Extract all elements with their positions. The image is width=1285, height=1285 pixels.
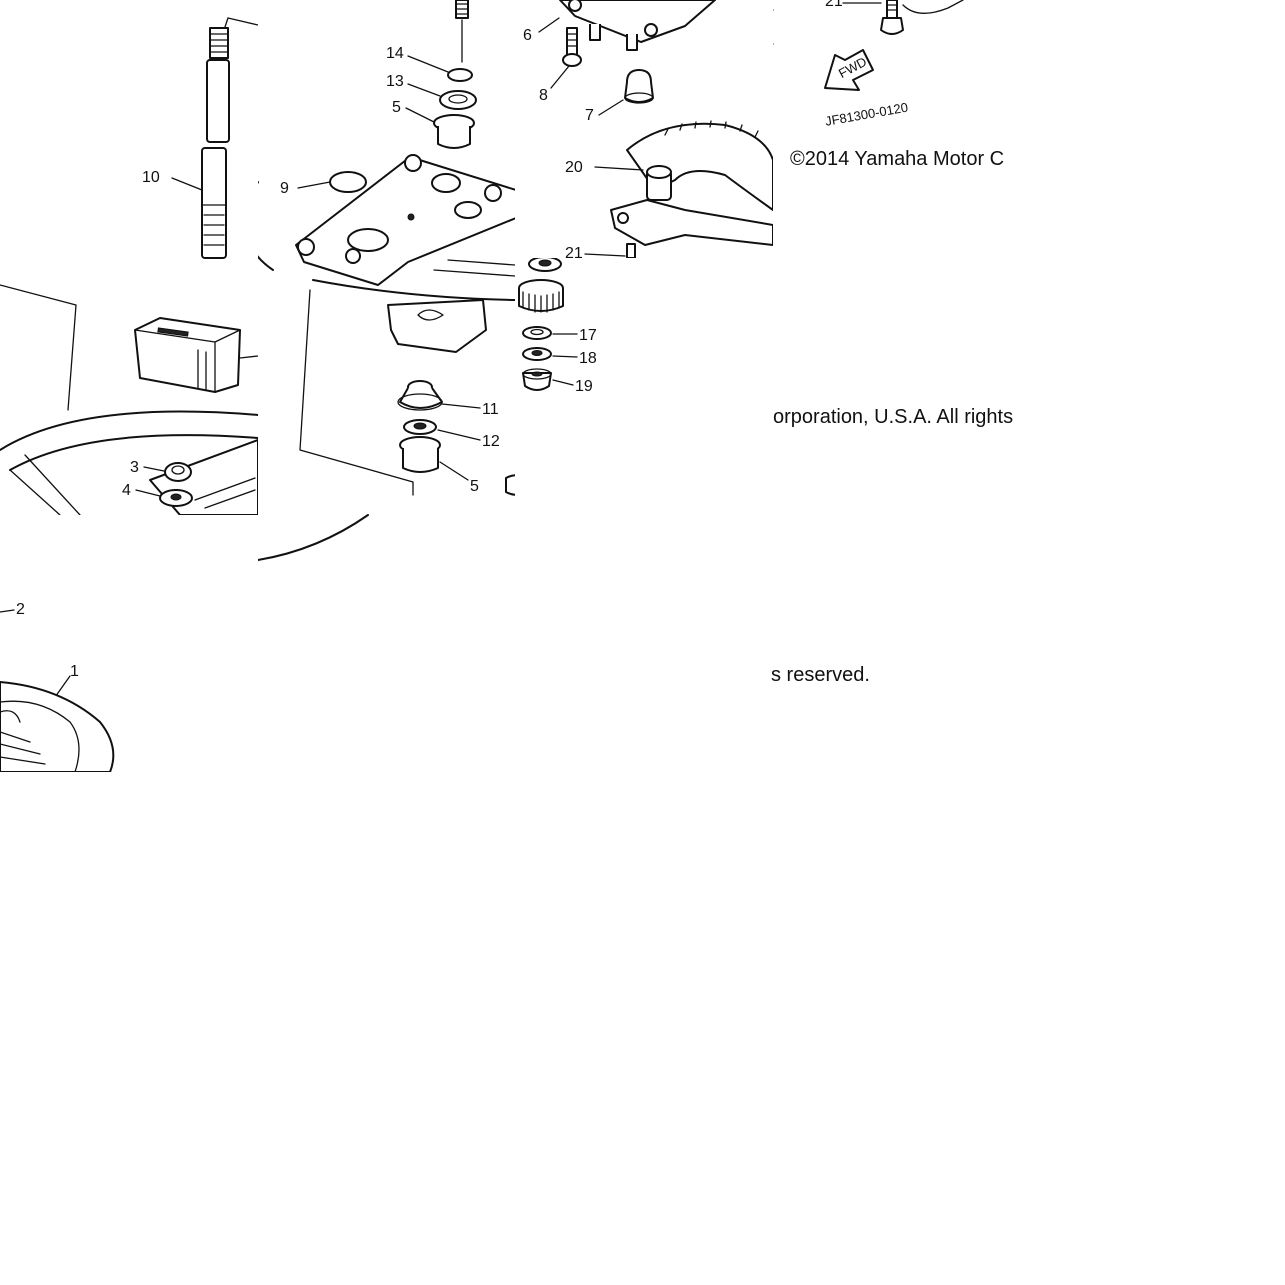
gearbox-housing [295,154,515,353]
callout-13: 13 [386,73,404,90]
bolt-8 [562,27,582,67]
callout-11: 11 [482,401,499,418]
callout-21b: 21 [565,245,583,258]
callout-18: 18 [579,350,597,367]
callout-5a: 5 [392,99,401,116]
washer-4 [159,489,193,507]
callout-1: 1 [70,663,79,680]
callout-8: 8 [539,87,548,104]
copyright-line-2: orporation, U.S.A. All rights [773,406,1014,428]
tile-reference: 15 16 21 FWD JF81300-0120 [773,0,1031,140]
pinion-gear [518,279,564,313]
reference-code: JF81300-0120 [824,100,909,129]
fwd-arrow-icon: FWD [824,49,874,91]
steering-wheel [0,410,258,515]
callout-7: 7 [585,107,594,124]
circlip-14 [447,68,473,82]
bushing-5-upper [433,114,475,149]
callout-10: 10 [142,169,160,186]
steering-pad-1 [0,681,115,772]
callout-20: 20 [565,159,583,176]
callout-14: 14 [386,45,404,62]
seal-13 [439,90,477,110]
tile-pinion-parts: 17 18 19 [515,258,625,408]
copyright-line-3: s reserved. [771,664,870,686]
bushing-5-lower [399,436,441,473]
cap-9 [329,171,367,193]
tile-steering-shaft: 10 [0,0,258,515]
callout-2: 2 [16,601,25,618]
steering-shaft-upper [206,27,230,143]
callout-9: 9 [280,180,289,197]
steering-shaft-10 [201,147,227,259]
tile-gear-housing: 14 13 5 9 [258,0,515,572]
washer-12 [403,419,437,435]
callout-4: 4 [122,482,131,499]
callout-21: 21 [825,0,843,10]
callout-12: 12 [482,433,500,450]
lockwasher-18 [522,347,552,361]
nut-19 [522,368,552,391]
tile-steering-pad: 2 1 [0,572,128,772]
callout-3: 3 [130,459,139,476]
tile-sector-gear: 6 8 7 [515,0,773,258]
callout-5b: 5 [470,478,479,495]
bushing-11 [397,380,443,411]
callout-6: 6 [523,27,532,44]
washer-17 [522,326,552,340]
cap-7 [624,69,654,104]
bolt-21 [880,0,904,35]
steering-column-cover [134,317,241,393]
nut-3 [164,462,192,482]
callout-17: 17 [579,327,597,344]
copyright-line-1: ©2014 Yamaha Motor C [790,148,1005,170]
upper-plate [559,0,716,51]
callout-19: 19 [575,378,593,395]
sector-gear-20 [610,120,773,246]
